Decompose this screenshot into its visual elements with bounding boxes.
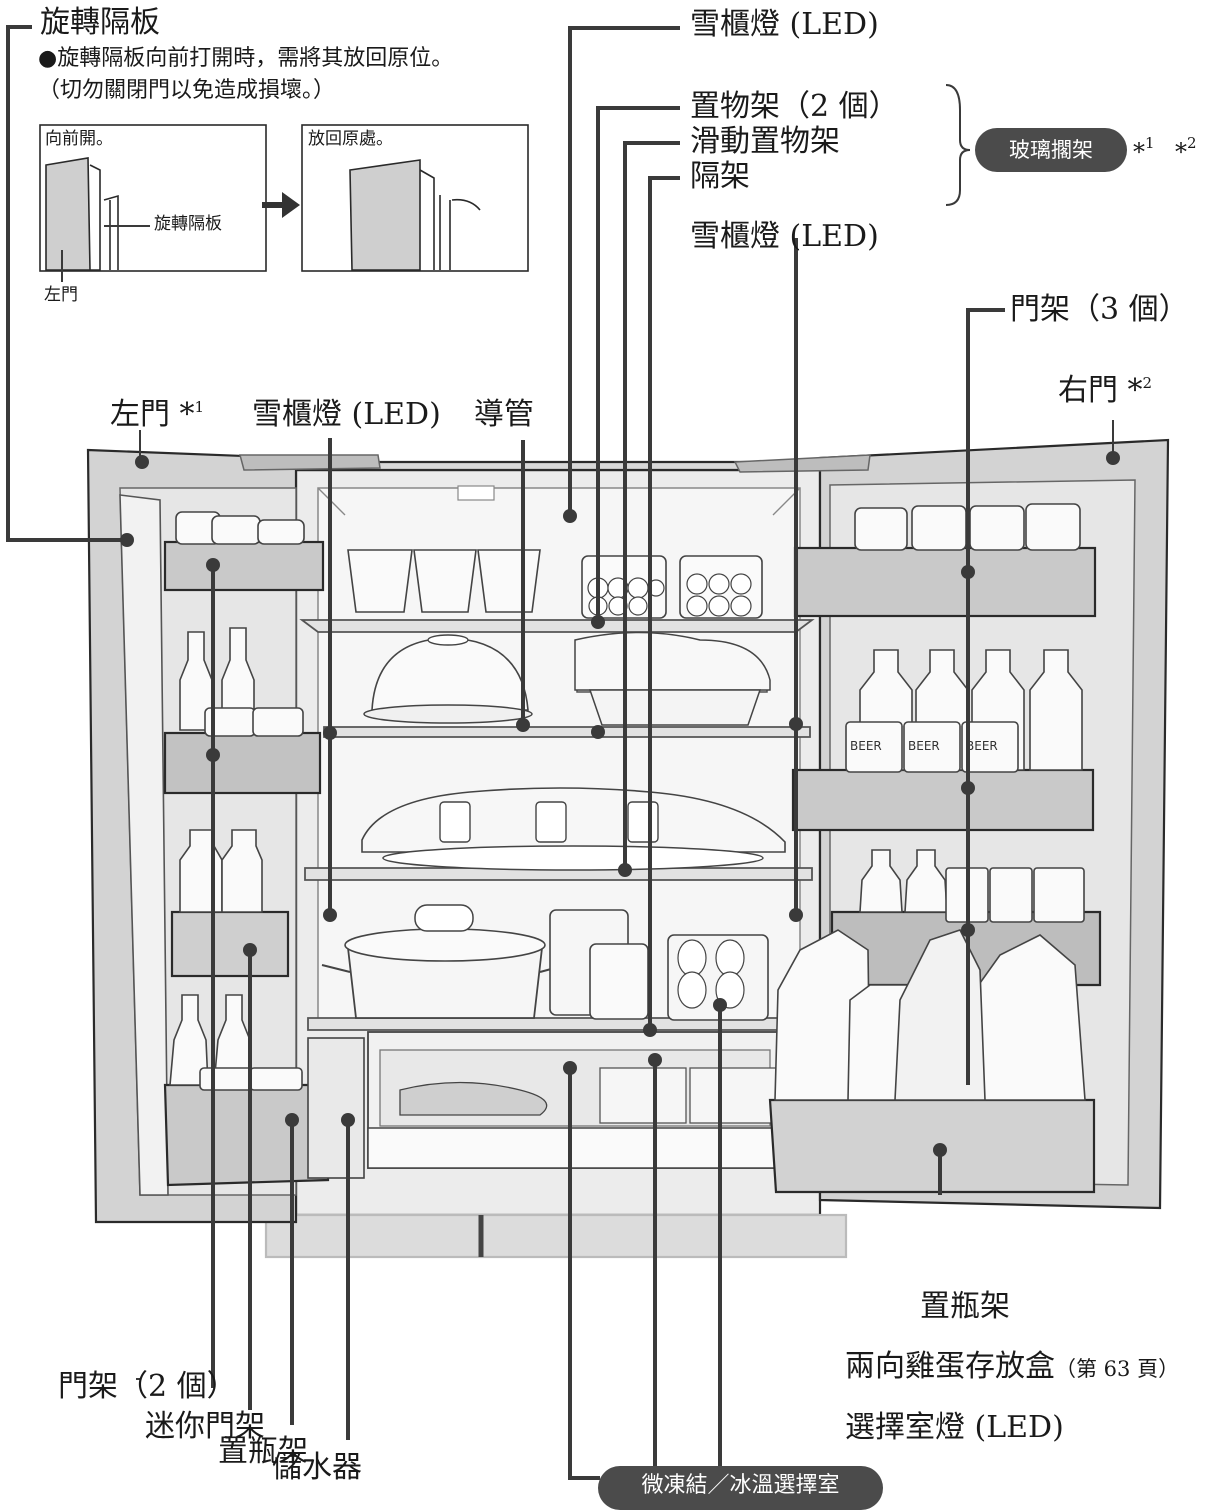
dot-bottle-right [933,1143,947,1157]
water-tank-body [307,1037,365,1179]
dot-partition [643,1023,657,1037]
inset-left-door-label: 左門 [44,285,78,305]
dot-bottle-left [285,1113,299,1127]
label-egg-case: 兩向雞蛋存放盒（第 63 頁） [845,1349,1180,1384]
dot-sliding-shelf [618,863,632,877]
dot-duct [516,718,530,732]
dot-led-left-2 [323,908,337,922]
lower-drawer-front [264,1213,848,1259]
label-duct: 導管 [474,397,534,432]
swivel-title: 旋轉隔板 [40,5,160,40]
freeze-room-badge: 微凍結／冰溫選擇室 [598,1466,883,1510]
label-select-led: 選擇室燈 (LED) [845,1410,1064,1445]
left-pocket-middle [163,731,322,795]
inset-swivel-label: 旋轉隔板 [154,214,222,234]
beer-label-3: BEER [966,739,998,753]
dot-led-right-2 [789,908,803,922]
shelf-second [323,726,811,738]
right-pocket-middle [791,768,1095,832]
label-led-left: 雪櫃燈 (LED) [252,397,441,432]
label-led-top: 雪櫃燈 (LED) [690,7,879,42]
left-bottle-pocket [163,1083,330,1187]
label-mini-pocket: 迷你門架 [145,1409,265,1444]
left-mini-pocket [170,910,290,978]
inset-open-caption: 向前開。 [45,129,113,149]
label-sliding-shelf: 滑動置物架 [690,124,840,159]
label-partition: 隔架 [690,159,750,194]
beer-label-1: BEER [850,739,882,753]
label-bottle-left: 置瓶架 [218,1434,308,1469]
glass-shelf-badge: 玻璃擱架 [975,128,1127,172]
dot-left-door [135,455,149,469]
beer-label-2: BEER [908,739,940,753]
label-door-pocket-2: 門架（2 個） [58,1369,237,1404]
dot-pocket-r1 [961,565,975,579]
dot-pocket-r2 [961,781,975,795]
dot-water-tank [341,1113,355,1127]
label-water-tank: 儲水器 [272,1450,362,1485]
swivel-partition [119,494,169,1196]
left-pocket-top [163,540,325,592]
dot-shelf-second [591,725,605,739]
dot-right-door [1106,451,1120,465]
inset-return-caption: 放回原處。 [308,129,393,149]
dot-mini-pocket [243,943,257,957]
dot-select-led [648,1053,662,1067]
shelf-top [299,619,815,633]
right-pocket-top [793,546,1097,618]
dot-pocket-r3 [961,923,975,937]
dot-freeze-room [563,1061,577,1075]
swivel-note-2: （切勿關閉門以免造成損壞。） [38,78,336,103]
dot-egg-case [713,998,727,1012]
label-left-door: 左門 *1 [110,397,205,432]
dot-led-left-1 [323,726,337,740]
dot-shelf-top [591,615,605,629]
label-right-door: 右門 *2 [1058,373,1153,408]
glass-shelf-note-1: *1 [1133,134,1155,166]
dot-swivel [120,533,134,547]
label-led-right: 雪櫃燈 (LED) [690,219,879,254]
glass-shelf-note-2: *2 [1175,134,1197,166]
dot-pocket-l2 [206,748,220,762]
label-bottle-right: 置瓶架 [920,1289,1010,1324]
label-door-pocket-3: 門架（3 個） [1010,292,1189,327]
dot-pocket-l1 [206,558,220,572]
swivel-note-1: ●旋轉隔板向前打開時，需將其放回原位。 [38,46,454,71]
label-shelf-2: 置物架（2 個） [690,89,899,124]
dot-led-top [563,509,577,523]
right-bottle-pocket [768,1098,1096,1194]
dot-led-right-1 [789,717,803,731]
